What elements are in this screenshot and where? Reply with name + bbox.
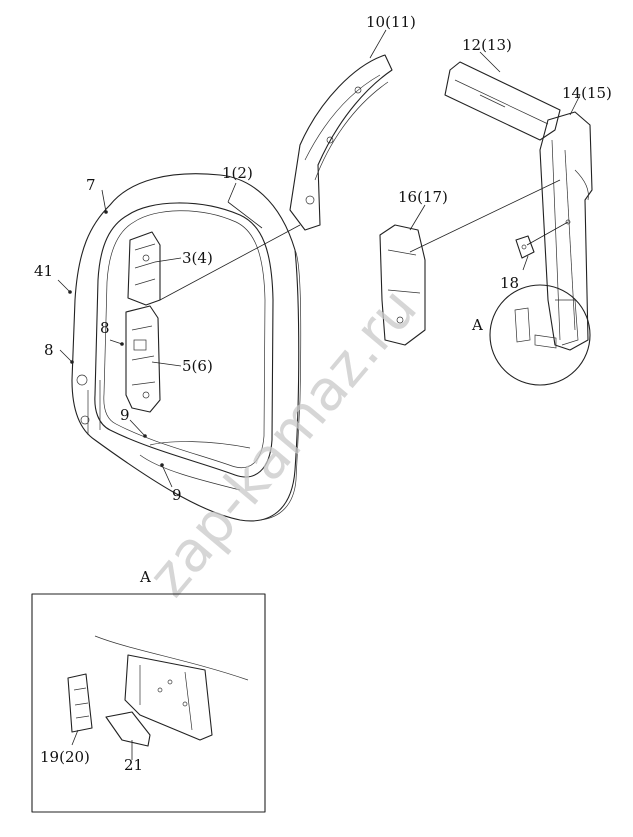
label-part-8b: 8 [44,341,54,359]
leader-lines [57,29,581,488]
label-view-a: A [471,316,483,334]
roof-rail-part [289,54,393,231]
label-part-18: 18 [500,274,519,292]
label-part-9b: 9 [172,486,182,504]
label-part-41: 41 [34,262,53,280]
leader-dots [68,210,164,467]
label-part-3: 3(4) [182,249,213,267]
label-part-14: 14(15) [562,84,612,102]
top-panel-part [444,61,561,141]
detail-circle-a [489,284,591,386]
label-part-8a: 8 [100,319,110,337]
label-part-7: 7 [86,176,96,194]
label-part-21: 21 [124,756,143,774]
side-panel-part [379,224,426,346]
part-labels: 1(2) 3(4) 5(6) 7 8 8 9 9 10(11) 12(13) 1… [34,13,612,504]
detail-a-box [31,593,266,813]
cab-side-frame [71,173,302,522]
label-part-16: 16(17) [398,188,448,206]
watermark: zap-kamaz.ru [136,276,430,609]
inner-pillar-upper [127,231,161,306]
label-part-9a: 9 [120,406,130,424]
label-part-5: 5(6) [182,357,213,375]
label-part-1: 1(2) [222,164,253,182]
rear-pillar-part [539,111,593,351]
label-detail-a: A [139,568,151,586]
bracket-part [515,235,535,259]
label-part-10: 10(11) [366,13,416,31]
label-part-12: 12(13) [462,36,512,54]
inner-pillar-lower [125,305,161,413]
label-part-19: 19(20) [40,748,90,766]
